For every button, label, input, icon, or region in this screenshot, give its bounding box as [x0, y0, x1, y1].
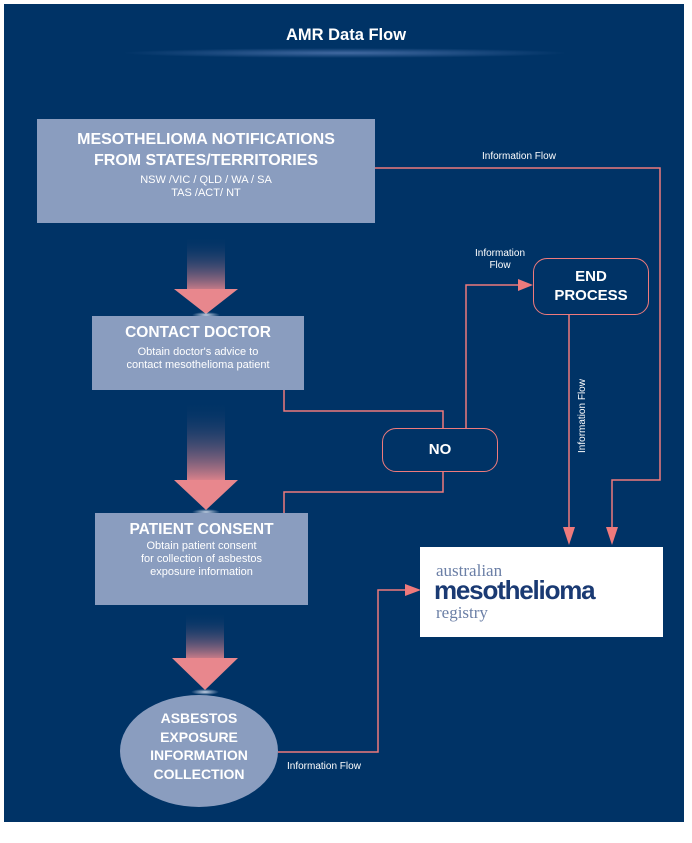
contact-doctor-box: CONTACT DOCTOR Obtain doctor's advice to… — [92, 316, 304, 390]
registry-logo: australian mesothelioma registry — [420, 547, 663, 637]
notifications-states-line1: NSW /VIC / QLD / WA / SA — [140, 174, 272, 186]
arrowhead-registry-right — [606, 527, 618, 545]
end-process-box: END PROCESS — [533, 258, 649, 315]
label-info-flow-bottom: Information Flow — [287, 761, 361, 772]
logo-text-mesothelioma: mesothelioma — [434, 575, 596, 605]
connector-asbestos-registry — [278, 589, 406, 753]
connector-no-end — [465, 284, 518, 428]
end-process-line2: PROCESS — [554, 287, 628, 304]
notifications-states-line2: TAS /ACT/ NT — [171, 187, 241, 199]
label-info-flow-middle-line1: Information — [474, 248, 526, 259]
label-info-flow-vertical: Information Flow — [576, 372, 590, 462]
patient-consent-desc-line2: for collection of asbestos — [140, 553, 263, 565]
arrowhead-end-process — [518, 279, 533, 291]
asbestos-line4: COLLECTION — [153, 765, 245, 782]
title-glow — [120, 48, 570, 58]
patient-consent-box: PATIENT CONSENT Obtain patient consent f… — [95, 513, 308, 605]
patient-consent-title: PATIENT CONSENT — [129, 521, 274, 538]
arrowhead-registry-left — [563, 527, 575, 545]
diagram-title: AMR Data Flow — [285, 26, 407, 44]
label-info-flow-middle-line2: Flow — [489, 260, 511, 271]
asbestos-line1: ASBESTOS — [160, 710, 238, 726]
connector-notifications-registry — [375, 167, 661, 528]
no-decision-box: NO — [382, 428, 498, 472]
patient-consent-desc-line3: exposure information — [150, 566, 253, 578]
connector-consent-no — [283, 472, 444, 513]
notifications-box: MESOTHELIOMA NOTIFICATIONS FROM STATES/T… — [37, 119, 375, 223]
end-process-line1: END — [575, 268, 607, 285]
label-info-flow-top: Information Flow — [482, 151, 556, 162]
asbestos-collection-ellipse: ASBESTOS EXPOSURE INFORMATION COLLECTION — [120, 695, 278, 807]
no-label: NO — [428, 441, 452, 458]
logo-text-registry: registry — [436, 603, 488, 622]
arrowhead-registry-bottom — [405, 584, 421, 596]
asbestos-line3: INFORMATION — [150, 747, 248, 763]
connector-contact-no — [283, 390, 444, 428]
contact-doctor-title: CONTACT DOCTOR — [125, 324, 271, 341]
contact-doctor-desc-line2: contact mesothelioma patient — [126, 359, 270, 371]
label-info-flow-middle: Information Flow — [462, 248, 538, 272]
flow-arrow-3 — [172, 612, 238, 695]
flow-arrow-1 — [174, 236, 238, 318]
logo-text-australian: australian — [436, 561, 503, 580]
label-info-flow-vertical-text: Information Flow — [577, 379, 588, 453]
notifications-title-line1: MESOTHELIOMA NOTIFICATIONS — [77, 131, 335, 148]
flow-arrow-2 — [174, 401, 238, 515]
asbestos-line2: EXPOSURE — [160, 728, 238, 745]
patient-consent-desc-line1: Obtain patient consent — [146, 540, 257, 552]
notifications-title-line2: FROM STATES/TERRITORIES — [93, 152, 318, 169]
contact-doctor-desc-line1: Obtain doctor's advice to — [137, 346, 259, 358]
